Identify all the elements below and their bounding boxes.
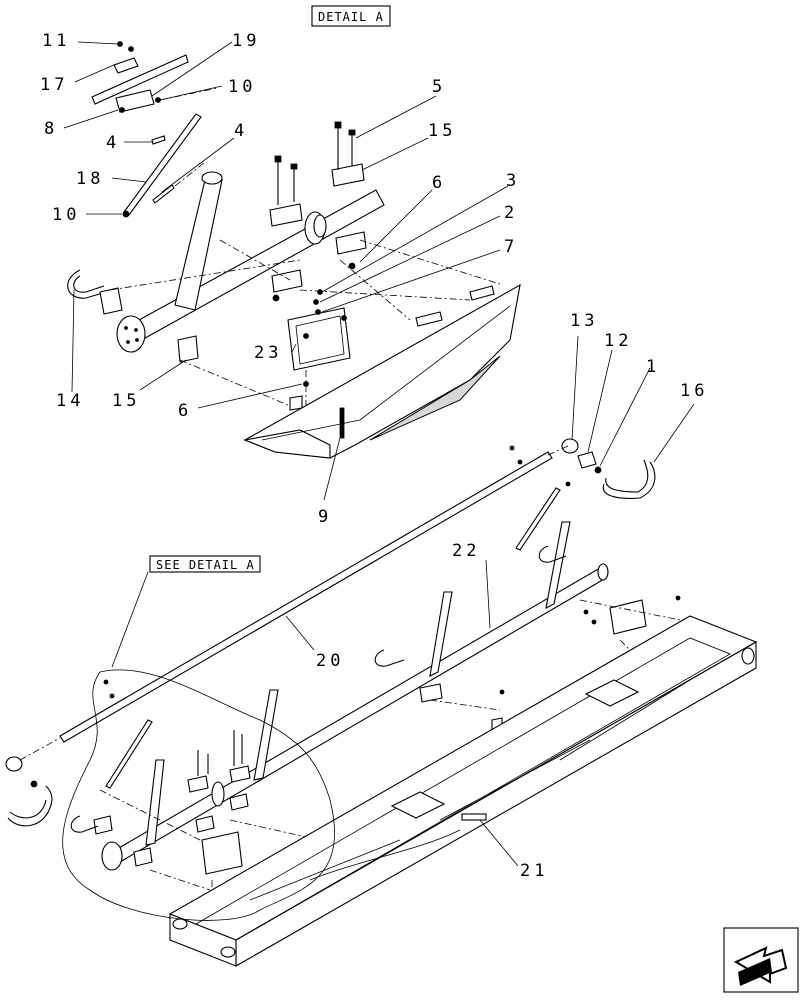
upright-2 <box>253 689 279 781</box>
washer-2 <box>313 299 319 305</box>
crossmember-a <box>390 791 446 819</box>
clamp-15-top <box>331 163 365 187</box>
callout-21: 21 <box>520 861 548 881</box>
callout-8: 8 <box>44 119 58 139</box>
callout-10-upper: 10 <box>228 77 256 97</box>
nut-10b <box>122 210 130 218</box>
rod-left <box>105 719 153 789</box>
callout-14: 14 <box>56 391 84 411</box>
callout-12: 12 <box>604 331 632 351</box>
upright-4 <box>545 521 571 609</box>
upright-1 <box>145 759 165 846</box>
washer-7 <box>315 309 321 315</box>
rod-18 <box>123 113 202 216</box>
clamp-near-flange-a <box>99 287 123 315</box>
u-bolt-right <box>538 545 567 563</box>
decal-21 <box>461 813 487 821</box>
nut-3 <box>317 289 323 295</box>
clamp-15-lower <box>335 231 367 255</box>
decal-9 <box>339 407 345 439</box>
callout-4-left: 4 <box>106 133 120 153</box>
hose-left <box>7 785 53 827</box>
clamp-upper-left <box>269 203 303 227</box>
see-detail-a-box <box>149 555 261 573</box>
see-detail-a-label: SEE DETAIL A <box>156 558 255 572</box>
callout-2: 2 <box>504 203 518 223</box>
mount-plate-left <box>201 831 243 875</box>
navigation-arrow-icon[interactable] <box>723 927 799 993</box>
callout-7: 7 <box>504 237 518 257</box>
hose-16 <box>602 461 656 499</box>
detail-a-assembly: DETAIL A <box>63 5 521 501</box>
detail-a-title-box <box>311 5 391 27</box>
callout-5: 5 <box>432 77 446 97</box>
callout-15-upper: 15 <box>428 121 456 141</box>
callout-11: 11 <box>42 31 70 51</box>
main-assembly: SEE DETAIL A <box>5 445 758 967</box>
tube-end-flange <box>101 841 123 871</box>
u-bolt-left <box>70 815 99 833</box>
mount-plate-right <box>609 599 647 635</box>
tube-collar <box>211 781 225 807</box>
frame-21-end <box>169 913 237 967</box>
callout-17: 17 <box>40 75 68 95</box>
callout-6-upper: 6 <box>432 173 446 193</box>
callout-20: 20 <box>316 651 344 671</box>
callout-13: 13 <box>570 311 598 331</box>
callout-6-lower: 6 <box>178 401 192 421</box>
callout-4-right: 4 <box>234 121 248 141</box>
frame-21-front <box>235 641 757 967</box>
callout-19: 19 <box>232 31 260 51</box>
clamp-15-bottom <box>177 335 199 363</box>
bolt-11b <box>128 46 134 52</box>
callout-10-lower: 10 <box>52 205 80 225</box>
rod-right <box>515 487 561 551</box>
bolt-4a <box>151 135 166 145</box>
u-bolt-mid <box>374 649 405 667</box>
mount-plate-23 <box>287 307 351 371</box>
detail-a-title: DETAIL A <box>318 10 384 24</box>
callout-1: 1 <box>646 357 660 377</box>
callout-3: 3 <box>506 171 520 191</box>
bearing-13 <box>561 438 579 454</box>
detail-a-region-outline <box>62 669 335 921</box>
rod-20 <box>59 451 553 743</box>
frame-bracket-b <box>469 285 495 301</box>
fitting-12 <box>577 451 597 469</box>
callout-9: 9 <box>318 507 332 527</box>
nut-8 <box>119 107 125 113</box>
callout-18: 18 <box>76 169 104 189</box>
bolt-4b <box>152 184 175 204</box>
callout-16: 16 <box>680 381 708 401</box>
callout-15-lower: 15 <box>112 391 140 411</box>
clamp-lower-left <box>271 269 303 293</box>
upright-3 <box>429 591 453 677</box>
bearing-left <box>5 756 23 772</box>
shaft-flange <box>116 315 146 353</box>
callout-labels: 11 19 17 10 8 4 4 18 10 5 15 6 3 2 7 23 … <box>40 31 708 881</box>
u-bolt-14 <box>67 269 107 299</box>
clamp-top <box>113 57 139 74</box>
crossmember-b <box>584 679 640 707</box>
bolt-11a <box>117 41 123 47</box>
shaft-end-hardware <box>561 335 695 499</box>
frame-bracket-a <box>415 311 443 327</box>
callout-22: 22 <box>452 541 480 561</box>
bracket-plate <box>91 54 189 105</box>
callout-23: 23 <box>254 343 282 363</box>
nut-10a <box>155 97 161 103</box>
nut-6a <box>348 262 356 270</box>
clamp-under-plate <box>115 89 155 113</box>
washer-1 <box>594 466 602 474</box>
